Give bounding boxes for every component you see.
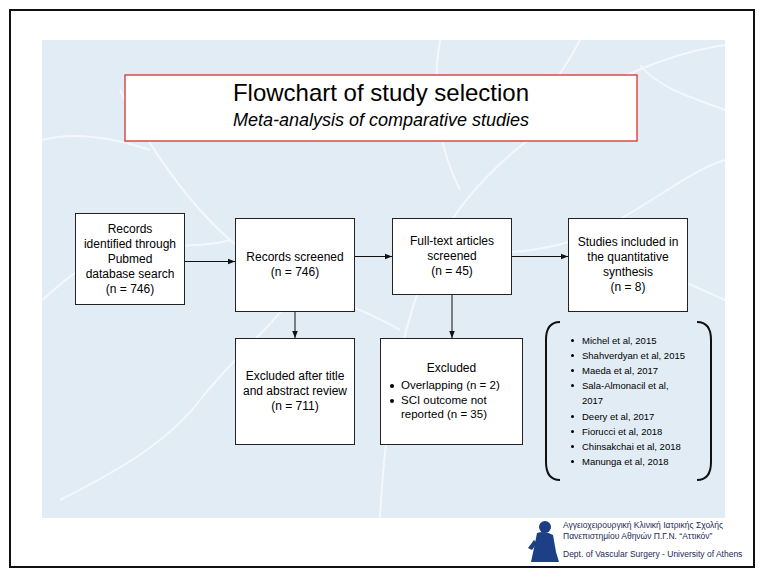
box-text: Excluded after title and abstract review xyxy=(243,369,347,398)
list-item: Shahverdyan et al, 2015 xyxy=(582,350,685,361)
text-line: (n = 746) xyxy=(106,282,154,297)
text-line: SCI outcome not reported (n = 35) xyxy=(387,393,516,422)
text-line: Deery et al, 2017 xyxy=(568,409,692,424)
source-box: Records identified through Pubmed databa… xyxy=(75,213,185,305)
text-line: Michel et al, 2015 xyxy=(568,333,692,348)
flow-arrow xyxy=(355,256,392,257)
bullet-dot xyxy=(571,460,574,463)
institution-name: Αγγειοχειρουργική Κλινική Ιατρικής Σχολή… xyxy=(563,520,748,542)
text-line: Chinsakchai et al, 2018 xyxy=(568,439,692,454)
bullet-dot xyxy=(571,415,574,418)
exclusion-box: ExcludedOverlapping (n = 2) SCI outcome n… xyxy=(380,338,523,445)
flow-arrow xyxy=(295,312,296,338)
list-item: Deery et al, 2017 xyxy=(582,411,654,422)
result-box: Studies included in the quantitative syn… xyxy=(568,218,688,312)
list-item: Chinsakchai et al, 2018 xyxy=(582,441,681,452)
count-text: (n = 45) xyxy=(431,264,473,278)
text-line: Sala-Almonacil et al, 2017 xyxy=(568,378,692,408)
count-text: (n = 746) xyxy=(106,282,154,296)
text-line: (n = 711) xyxy=(271,399,318,414)
box-text: Records identified through Pubmed databa… xyxy=(84,222,176,281)
list-brackets xyxy=(546,322,711,480)
text-line: Maeda et al, 2017 xyxy=(568,363,692,378)
count-text: (n = 711) xyxy=(271,399,318,413)
count-text: (n = 8) xyxy=(610,280,645,294)
text-line: Overlapping (n = 2) xyxy=(387,378,516,392)
bullet-dot xyxy=(571,339,574,342)
slide-title: Flowchart of study selection xyxy=(125,78,637,108)
bullet-dot xyxy=(571,445,574,448)
text-line: Shahverdyan et al, 2015 xyxy=(568,348,692,363)
slide-frame xyxy=(10,10,754,567)
exclusion-box: Excluded after title and abstract review… xyxy=(235,338,355,445)
title-box xyxy=(125,75,637,141)
university-logo xyxy=(528,521,559,562)
process-box: Full-text articles screened(n = 45) xyxy=(392,218,512,295)
text-line: Manunga et al, 2018 xyxy=(568,454,692,469)
box-text: Studies included in the quantitative syn… xyxy=(578,235,679,279)
list-item: Maeda et al, 2017 xyxy=(582,365,658,376)
list-item: Overlapping (n = 2) xyxy=(401,379,500,391)
flow-arrow xyxy=(512,256,568,257)
text-line: Excluded after title and abstract review xyxy=(242,369,348,399)
bullet-dot xyxy=(390,399,394,403)
study-list: Michel et al, 2015Shahverdyan et al, 201… xyxy=(548,324,710,478)
text-line: Records identified through Pubmed databa… xyxy=(82,222,178,282)
bullet-dot xyxy=(390,384,394,388)
list-item: Fiorucci et al, 2018 xyxy=(582,426,662,437)
process-box: Records screened(n = 746) xyxy=(235,218,355,312)
flow-arrow xyxy=(452,295,453,338)
box-text: Excluded xyxy=(427,361,476,375)
tree-watermark xyxy=(42,40,725,518)
text-line: Excluded xyxy=(427,361,476,376)
count-text: (n = 746) xyxy=(271,265,319,279)
list-item: Sala-Almonacil et al, 2017 xyxy=(582,380,669,406)
box-text: Full-text articles screened xyxy=(410,234,494,263)
list-item: SCI outcome not reported (n = 35) xyxy=(401,394,487,420)
list-item: Michel et al, 2015 xyxy=(582,335,656,346)
bullet-dot xyxy=(571,354,574,357)
department-name: Dept. of Vascular Surgery - University o… xyxy=(563,549,748,560)
slide-subtitle: Meta-analysis of comparative studies xyxy=(125,108,637,132)
box-text: Records screened xyxy=(246,250,343,264)
text-line: Records screened xyxy=(246,250,343,265)
bullet-dot xyxy=(571,384,574,387)
bullet-dot xyxy=(571,430,574,433)
text-line: Full-text articles screened xyxy=(399,234,505,264)
slide-panel xyxy=(42,40,725,518)
text-line: (n = 746) xyxy=(271,265,319,280)
text-line: (n = 45) xyxy=(431,264,473,279)
text-line: Fiorucci et al, 2018 xyxy=(568,424,692,439)
text-line: Studies included in the quantitative syn… xyxy=(575,235,681,280)
text-line: (n = 8) xyxy=(610,280,645,295)
list-item: Manunga et al, 2018 xyxy=(582,456,669,467)
flow-arrow xyxy=(185,261,235,262)
bullet-dot xyxy=(571,369,574,372)
